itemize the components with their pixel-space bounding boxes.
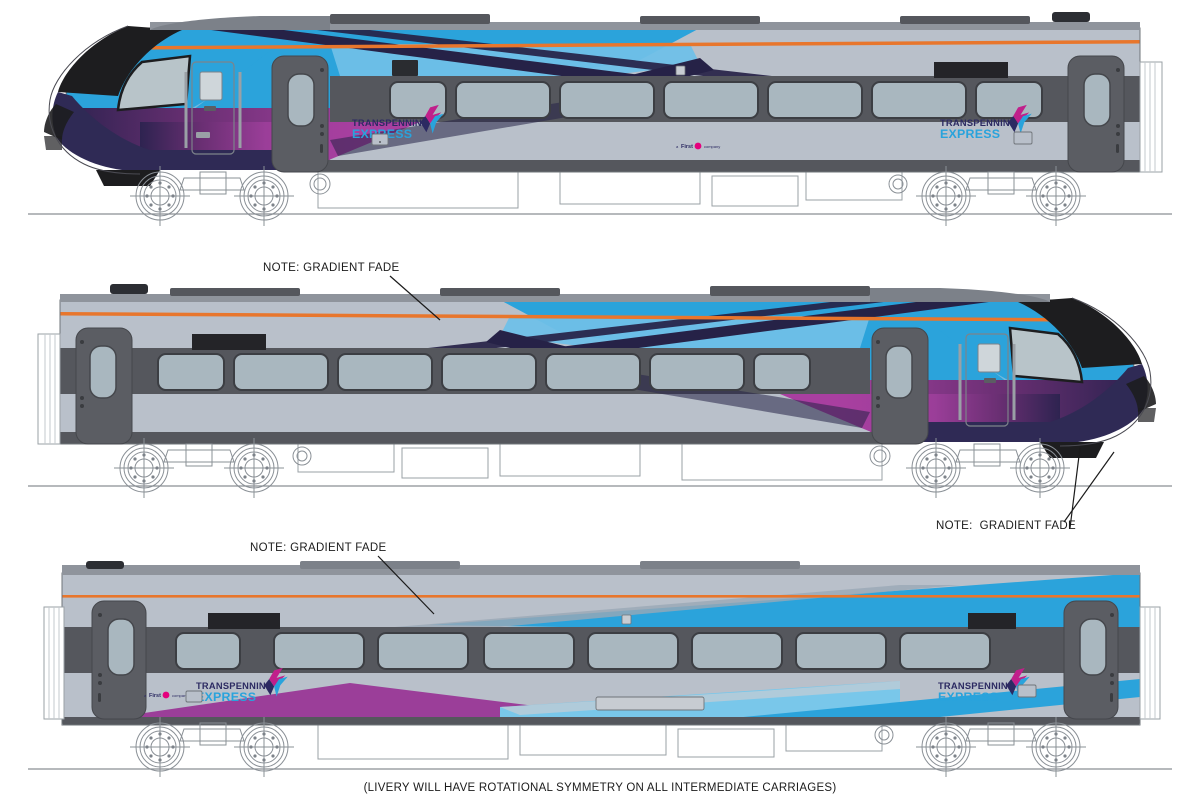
- roof-equipment-pod: [330, 14, 490, 24]
- cab-windscreen: [1008, 326, 1084, 384]
- roof-equipment-pod: [440, 288, 560, 296]
- roof-equipment-pod: [900, 16, 1030, 24]
- tpe-logo: TRANSPENNINE EXPRESS: [938, 667, 1030, 704]
- underfloor-equipment-group: [297, 443, 883, 481]
- passenger-window-row: [157, 353, 811, 391]
- tpe-logo: TRANSPENNINE EXPRESS: [940, 104, 1032, 141]
- passenger-door[interactable]: [1067, 55, 1125, 173]
- vehicle-driving-car-cab-left: TRANSPENNINE EXPRESS TRANSPENNINE EXPRES…: [0, 0, 1200, 240]
- roof-equipment-pod: [170, 288, 300, 296]
- svg-text:EXPRESS: EXPRESS: [938, 690, 998, 704]
- svg-text:EXPRESS: EXPRESS: [940, 127, 1000, 141]
- bogie-assembly: [114, 438, 1070, 498]
- roof-antenna-pod: [86, 561, 124, 569]
- gangway-end: [1139, 606, 1161, 720]
- cab-door[interactable]: [184, 61, 242, 155]
- passenger-door[interactable]: [75, 327, 133, 445]
- svg-text:a: a: [676, 144, 679, 149]
- cab-windscreen: [116, 54, 192, 112]
- vehicle-intermediate-carriage: TRANSPENNINE EXPRESS TRANSPENNINE EXPRES…: [0, 555, 1200, 795]
- svg-text:a: a: [144, 693, 147, 698]
- first-group-logo: a First company: [676, 142, 720, 150]
- roof-equipment-pod: [640, 16, 760, 24]
- svg-text:company: company: [172, 693, 188, 698]
- passenger-door[interactable]: [871, 327, 929, 445]
- gangway-end: [37, 333, 61, 445]
- roof-hatch: [392, 60, 418, 76]
- roof-equipment-pod: [300, 561, 460, 569]
- roof-equipment-pod: [710, 286, 870, 296]
- cab-nose-assembly: [900, 297, 1156, 458]
- cab-nose-assembly: [44, 25, 300, 186]
- svg-text:TRANSPENNINE: TRANSPENNINE: [352, 118, 428, 128]
- note-gradient-fade-intermediate: NOTE: GRADIENT FADE: [250, 542, 387, 554]
- roof-assembly: [62, 561, 1140, 575]
- svg-text:First: First: [681, 144, 693, 150]
- tpe-logo: TRANSPENNINE EXPRESS: [196, 667, 288, 704]
- body-access-panel: [1013, 131, 1033, 145]
- drawing-caption: (LIVERY WILL HAVE ROTATIONAL SYMMETRY ON…: [363, 782, 837, 794]
- underfloor-equipment-group: [317, 724, 883, 760]
- destination-display: [968, 613, 1016, 629]
- svg-text:TRANSPENNINE: TRANSPENNINE: [940, 118, 1016, 128]
- svg-text:TRANSPENNINE: TRANSPENNINE: [938, 681, 1014, 691]
- gangway-end: [1139, 61, 1163, 173]
- passenger-door[interactable]: [1063, 600, 1119, 720]
- vehicle-driving-car-cab-right: TRANSPENNINE EXPRESS TRANSPENNINE EXPRES…: [0, 272, 1200, 711]
- passenger-window-row: [175, 632, 991, 670]
- body-access-panel: [185, 690, 203, 703]
- bogie-assembly: [130, 717, 1086, 777]
- roof-antenna-pod: [1052, 12, 1090, 22]
- bogie-assembly: [130, 166, 1086, 226]
- underfloor-equipment-group: [317, 171, 903, 209]
- body-sensor: [621, 614, 632, 625]
- roof-assembly: [150, 12, 1140, 76]
- cab-door[interactable]: [958, 333, 1016, 427]
- passenger-door[interactable]: [91, 600, 147, 720]
- svg-text:EXPRESS: EXPRESS: [196, 690, 256, 704]
- roof-antenna-pod: [110, 284, 148, 294]
- passenger-door[interactable]: [271, 55, 329, 173]
- body-sensor: [675, 65, 686, 76]
- destination-display: [208, 613, 280, 629]
- destination-display: [934, 62, 1008, 78]
- note-gradient-fade-upper: NOTE: GRADIENT FADE: [263, 262, 400, 274]
- body-louvre-panel: [595, 696, 705, 711]
- gangway-end: [43, 606, 65, 720]
- roof-equipment-pod: [640, 561, 800, 569]
- svg-text:company: company: [704, 144, 720, 149]
- first-group-logo: a First company: [144, 691, 188, 699]
- passenger-window-row: [389, 81, 1043, 119]
- body-access-panel: [1017, 684, 1037, 698]
- roof-assembly: [60, 284, 1050, 302]
- svg-text:First: First: [149, 693, 161, 699]
- destination-display: [192, 334, 266, 350]
- svg-text:TRANSPENNINE: TRANSPENNINE: [196, 681, 272, 691]
- body-access-panel: [371, 133, 389, 146]
- note-gradient-fade-cab: NOTE: GRADIENT FADE: [936, 520, 1076, 532]
- coupler-cover: [96, 170, 160, 186]
